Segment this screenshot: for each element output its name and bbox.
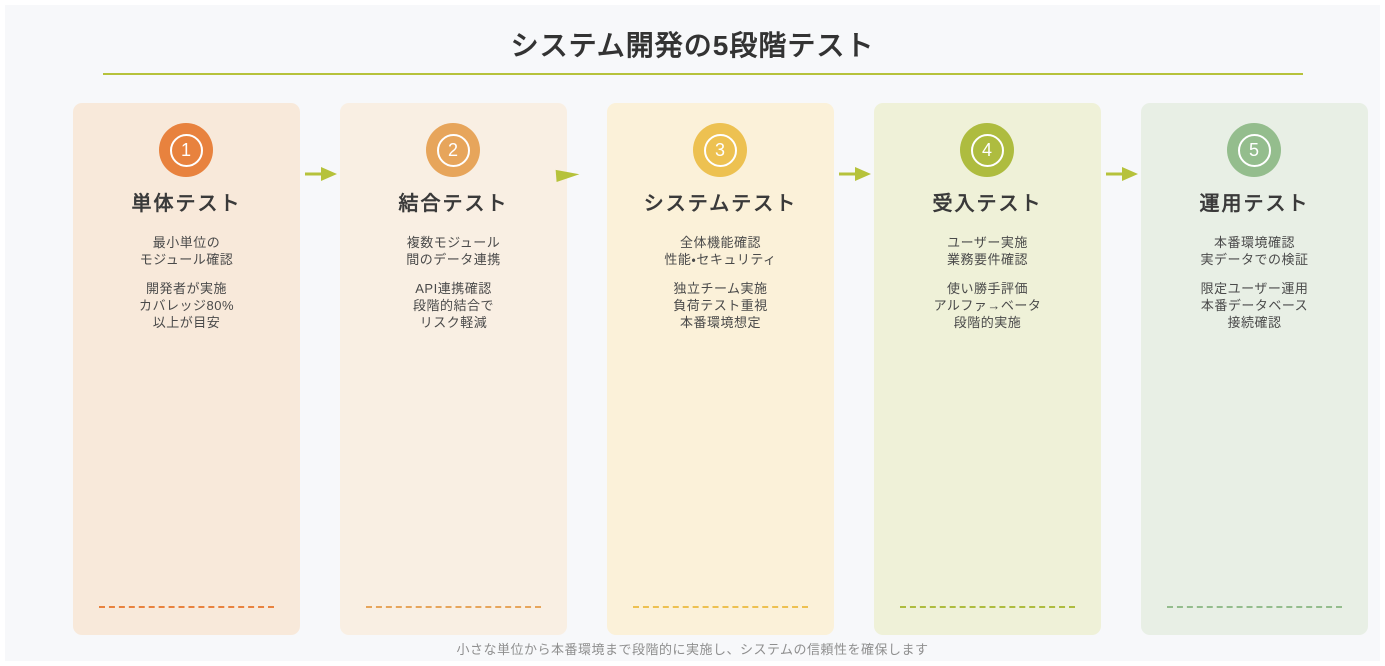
stage-number-badge: 3 <box>693 123 747 177</box>
stage-divider <box>900 606 1075 608</box>
summary-line: 性能・セキュリティ <box>664 252 777 267</box>
title-underline <box>103 73 1303 75</box>
stage-details: 独立チーム実施 負荷テスト重視 本番環境想定 <box>607 280 834 331</box>
detail-line: 本番データベース <box>1200 298 1309 313</box>
stage-divider <box>99 606 274 608</box>
arrow-right-icon <box>1105 165 1139 183</box>
summary-line: 本番環境確認 <box>1213 235 1295 250</box>
stage-details: API連携確認 段階的結合で リスク軽減 <box>340 280 567 331</box>
detail-line: 以上が目安 <box>152 315 221 330</box>
circled-number-icon: 5 <box>1237 133 1271 167</box>
stage-summary: 最小単位の モジュール確認 <box>73 234 300 268</box>
summary-line: 業務要件確認 <box>946 252 1028 267</box>
stage-title: 運用テスト <box>1199 193 1310 215</box>
circled-number-icon: 1 <box>169 133 203 167</box>
summary-line: 全体機能確認 <box>679 235 761 250</box>
stage-card-unit-test: 1 単体テスト 最小単位の モジュール確認 開発者が実施 カバレッジ80% 以上… <box>73 103 300 635</box>
detail-line: 使い勝手評価 <box>946 281 1028 296</box>
circled-number-icon: 2 <box>436 133 470 167</box>
stage-number-badge: 2 <box>426 123 480 177</box>
stage-details: 開発者が実施 カバレッジ80% 以上が目安 <box>73 280 300 331</box>
page-title: システム開発の5段階テスト <box>510 30 875 61</box>
stage-summary: 全体機能確認 性能・セキュリティ <box>607 234 834 268</box>
stage-number-badge: 5 <box>1227 123 1281 177</box>
arrow-right-icon <box>838 165 872 183</box>
summary-line: モジュール確認 <box>139 252 234 267</box>
stage-card-acceptance-test: 4 受入テスト ユーザー実施 業務要件確認 使い勝手評価 アルファ→ベータ 段階… <box>874 103 1101 635</box>
detail-line: API連携確認 <box>415 281 492 296</box>
stage-divider <box>366 606 541 608</box>
detail-line: 独立チーム実施 <box>673 281 768 296</box>
summary-line: ユーザー実施 <box>947 235 1028 250</box>
stage-title: システムテスト <box>643 193 798 215</box>
detail-line: 本番環境想定 <box>679 315 761 330</box>
stage-divider <box>1167 606 1342 608</box>
detail-line: 開発者が実施 <box>145 281 227 296</box>
arrow-right-icon <box>304 165 338 183</box>
stage-title: 単体テスト <box>131 193 242 215</box>
detail-line: 接続確認 <box>1227 315 1282 330</box>
stage-divider <box>633 606 808 608</box>
summary-line: 実データでの検証 <box>1200 252 1309 267</box>
stage-number-badge: 4 <box>960 123 1014 177</box>
stage-title: 結合テスト <box>398 193 509 215</box>
detail-line: 段階的実施 <box>953 315 1022 330</box>
detail-line: 段階的結合で <box>412 298 494 313</box>
detail-line: 負荷テスト重視 <box>673 298 768 313</box>
stage-card-system-test: 3 システムテスト 全体機能確認 性能・セキュリティ 独立チーム実施 負荷テスト… <box>607 103 834 635</box>
detail-line: アルファ→ベータ <box>933 298 1042 313</box>
stage-title: 受入テスト <box>932 193 1043 215</box>
stage-details: 限定ユーザー運用 本番データベース 接続確認 <box>1141 280 1368 331</box>
detail-line: 限定ユーザー運用 <box>1200 281 1309 296</box>
stage-summary: ユーザー実施 業務要件確認 <box>874 234 1101 268</box>
stage-number-badge: 1 <box>159 123 213 177</box>
stage-details: 使い勝手評価 アルファ→ベータ 段階的実施 <box>874 280 1101 331</box>
circled-number-icon: 3 <box>703 133 737 167</box>
footer-caption: 小さな単位から本番環境まで段階的に実施し、システムの信頼性を確保します <box>456 642 929 657</box>
detail-line: リスク軽減 <box>419 315 488 330</box>
summary-line: 最小単位の <box>152 235 221 250</box>
summary-line: 複数モジュール <box>406 235 501 250</box>
arrow-head-icon <box>549 161 586 187</box>
stage-summary: 本番環境確認 実データでの検証 <box>1141 234 1368 268</box>
circled-number-icon: 4 <box>970 133 1004 167</box>
summary-line: 間のデータ連携 <box>406 252 501 267</box>
stage-card-integration-test: 2 結合テスト 複数モジュール 間のデータ連携 API連携確認 段階的結合で リ… <box>340 103 567 635</box>
stage-summary: 複数モジュール 間のデータ連携 <box>340 234 567 268</box>
stage-card-operation-test: 5 運用テスト 本番環境確認 実データでの検証 限定ユーザー運用 本番データベー… <box>1141 103 1368 635</box>
detail-line: カバレッジ80% <box>138 298 235 313</box>
